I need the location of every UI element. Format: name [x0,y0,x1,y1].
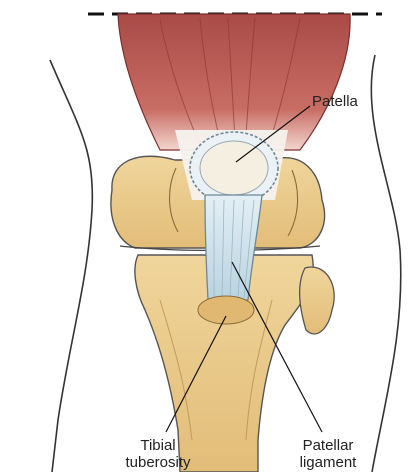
label-patellar-line2: ligament [300,454,358,471]
label-tibial-line2: tuberosity [125,454,191,471]
fibula-head [300,267,334,334]
label-patellar-line1: Patellar [303,437,354,454]
leg-outline-right [371,55,400,472]
patella-inner [200,141,268,195]
label-patella: Patella [312,93,359,110]
tibial-tuberosity [198,296,254,324]
label-tibial-line1: Tibial [140,437,175,454]
leg-outline-left [50,60,92,472]
